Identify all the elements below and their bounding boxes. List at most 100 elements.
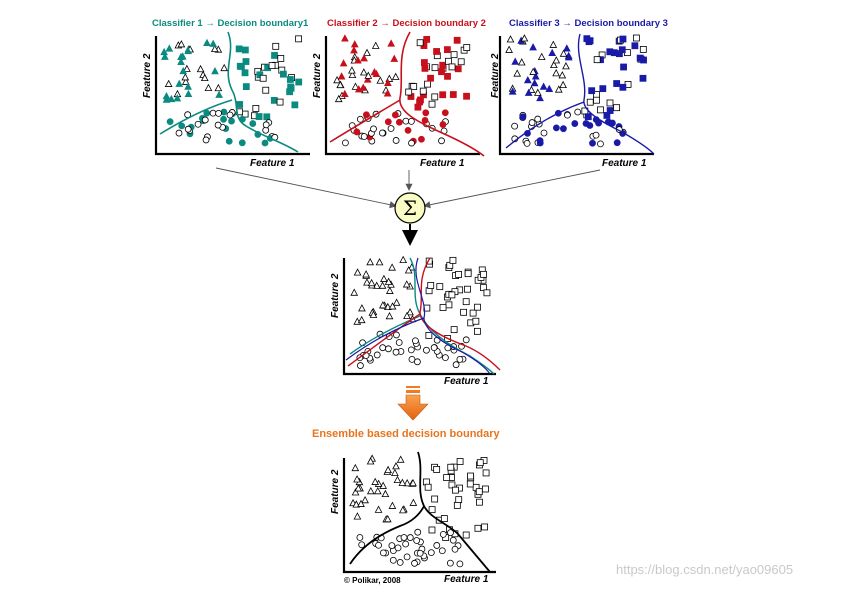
triangle-point xyxy=(384,78,392,87)
square-point xyxy=(482,469,490,477)
circle-point xyxy=(370,125,377,133)
circle-point xyxy=(379,549,387,557)
decision-boundary-3-lower xyxy=(505,101,585,149)
triangle-point xyxy=(181,77,190,85)
triangle-point xyxy=(396,455,405,463)
square-point xyxy=(438,68,445,76)
triangle-point xyxy=(354,56,362,64)
triangle-point xyxy=(392,298,401,306)
triangle-point xyxy=(175,79,184,87)
square-point xyxy=(252,105,260,112)
triangle-point xyxy=(393,475,402,483)
y-axis-label: Feature 2 xyxy=(142,53,153,98)
triangle-point xyxy=(562,44,571,52)
triangle-point xyxy=(564,53,573,61)
circle-point xyxy=(406,534,414,541)
triangle-point xyxy=(388,302,397,310)
square-point xyxy=(593,56,601,64)
circle-point xyxy=(395,118,403,126)
circle-point xyxy=(194,120,202,128)
triangle-point xyxy=(161,52,169,60)
square-point xyxy=(453,36,461,44)
triangle-point xyxy=(366,257,375,266)
square-point xyxy=(450,326,458,334)
triangle-point xyxy=(554,85,563,93)
triangle-point xyxy=(549,40,558,48)
triangle-point xyxy=(506,35,515,43)
triangle-point xyxy=(559,49,568,57)
circle-point xyxy=(412,337,419,345)
ensemble-boundary-lower xyxy=(349,505,425,565)
triangle-point xyxy=(353,268,362,276)
triangle-point xyxy=(545,84,554,92)
circle-point xyxy=(385,345,392,353)
triangle-point xyxy=(562,62,570,70)
square-point xyxy=(295,78,303,86)
circle-point xyxy=(411,559,418,567)
circle-point xyxy=(447,529,454,537)
square-point xyxy=(286,76,294,83)
square-point xyxy=(599,85,607,93)
square-point xyxy=(476,459,484,467)
circle-point xyxy=(416,549,424,557)
square-point xyxy=(467,472,474,480)
square-point xyxy=(631,42,639,50)
triangle-point xyxy=(505,45,513,53)
circle-point xyxy=(249,120,257,127)
square-point xyxy=(639,74,647,82)
circle-point xyxy=(560,125,567,133)
square-point xyxy=(428,100,436,108)
square-point xyxy=(414,103,422,111)
x-axis-label: Feature 1 xyxy=(444,376,489,387)
square-point xyxy=(474,327,481,335)
triangle-point xyxy=(398,506,407,514)
circle-point xyxy=(378,129,386,137)
square-point xyxy=(449,256,457,264)
square-point xyxy=(450,51,458,59)
circle-point xyxy=(540,129,548,137)
square-point xyxy=(606,99,614,107)
square-point xyxy=(597,106,604,114)
triangle-point xyxy=(524,88,533,96)
triangle-point xyxy=(204,83,213,92)
triangle-point xyxy=(531,72,540,80)
triangle-point xyxy=(391,468,399,476)
circle-point xyxy=(202,136,210,144)
triangle-point xyxy=(371,477,380,485)
triangle-point xyxy=(210,44,219,53)
triangle-point xyxy=(351,82,360,90)
triangle-point xyxy=(360,54,368,62)
classifier-1-title: Classifier 1 → Decision boundary1 xyxy=(152,18,309,29)
circle-point xyxy=(262,121,270,129)
circle-point xyxy=(452,361,460,369)
square-point xyxy=(455,496,463,504)
circle-point xyxy=(392,137,400,144)
scatter-points xyxy=(349,454,490,568)
triangle-point xyxy=(552,69,560,77)
square-point xyxy=(619,35,627,43)
square-point xyxy=(618,46,626,54)
square-point xyxy=(482,485,489,493)
circle-point xyxy=(402,117,410,125)
circle-point xyxy=(422,109,430,117)
square-point xyxy=(460,308,468,316)
ensemble-boundary-plot xyxy=(342,451,496,574)
triangle-point xyxy=(375,258,384,266)
square-point xyxy=(463,44,471,51)
circle-point xyxy=(362,111,370,119)
triangle-point xyxy=(366,457,375,465)
square-point xyxy=(619,83,627,91)
circle-point xyxy=(413,358,421,366)
circle-point xyxy=(389,556,397,564)
square-point xyxy=(428,506,436,514)
triangle-point xyxy=(388,263,396,271)
square-point xyxy=(453,502,461,509)
square-point xyxy=(632,34,640,42)
y-axis-label: Feature 2 xyxy=(312,53,323,98)
scatter-points xyxy=(505,34,647,148)
circle-point xyxy=(589,139,596,147)
triangle-point xyxy=(362,270,370,278)
square-point xyxy=(447,463,455,471)
circle-point xyxy=(226,111,234,119)
triangle-point xyxy=(383,89,392,97)
